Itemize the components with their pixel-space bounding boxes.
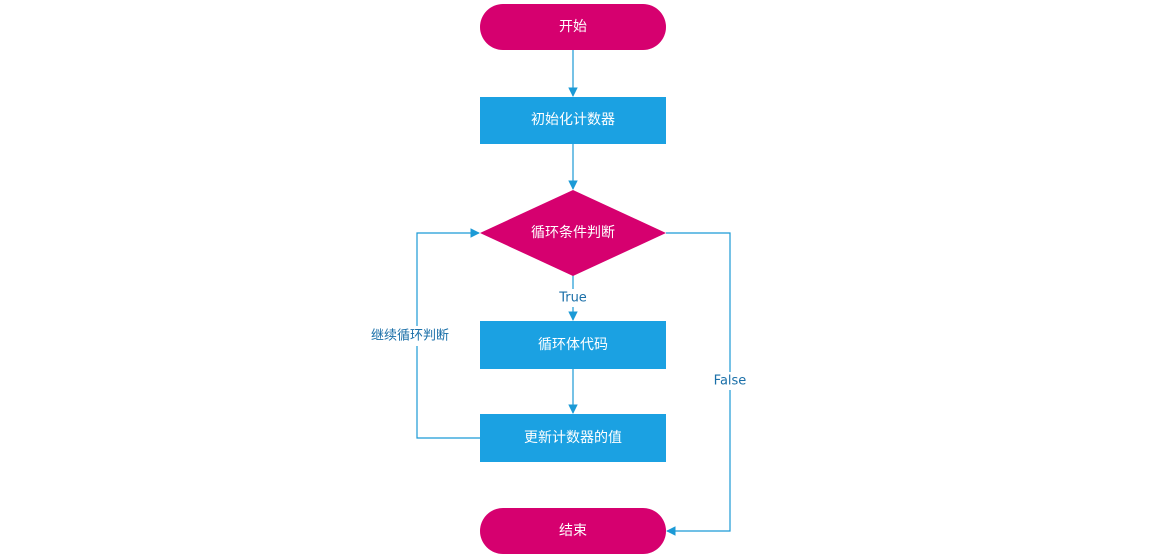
- condition-label: 循环条件判断: [531, 224, 615, 241]
- node-start: 开始: [480, 4, 666, 50]
- start-terminal-shape: [480, 4, 666, 50]
- start-label: 开始: [559, 19, 587, 35]
- edge-label-true: True: [558, 291, 587, 306]
- node-init: 初始化计数器: [480, 97, 666, 144]
- body-process-shape: [480, 321, 666, 369]
- init-process-shape: [480, 97, 666, 144]
- body-label: 循环体代码: [538, 337, 608, 353]
- edge-label-continue-loop: 继续循环判断: [371, 329, 449, 344]
- node-condition: 循环条件判断: [480, 190, 666, 276]
- update-process-shape: [480, 414, 666, 462]
- update-label: 更新计数器的值: [524, 430, 622, 446]
- end-label: 结束: [559, 523, 587, 539]
- node-body: 循环体代码: [480, 321, 666, 369]
- edge-labels: True 继续循环判断 False: [360, 289, 750, 390]
- end-terminal-shape: [480, 508, 666, 554]
- condition-decision-shape: [480, 190, 666, 276]
- edge-label-false: False: [714, 374, 747, 389]
- init-label: 初始化计数器: [531, 111, 615, 128]
- node-update: 更新计数器的值: [480, 414, 666, 462]
- node-end: 结束: [480, 508, 666, 554]
